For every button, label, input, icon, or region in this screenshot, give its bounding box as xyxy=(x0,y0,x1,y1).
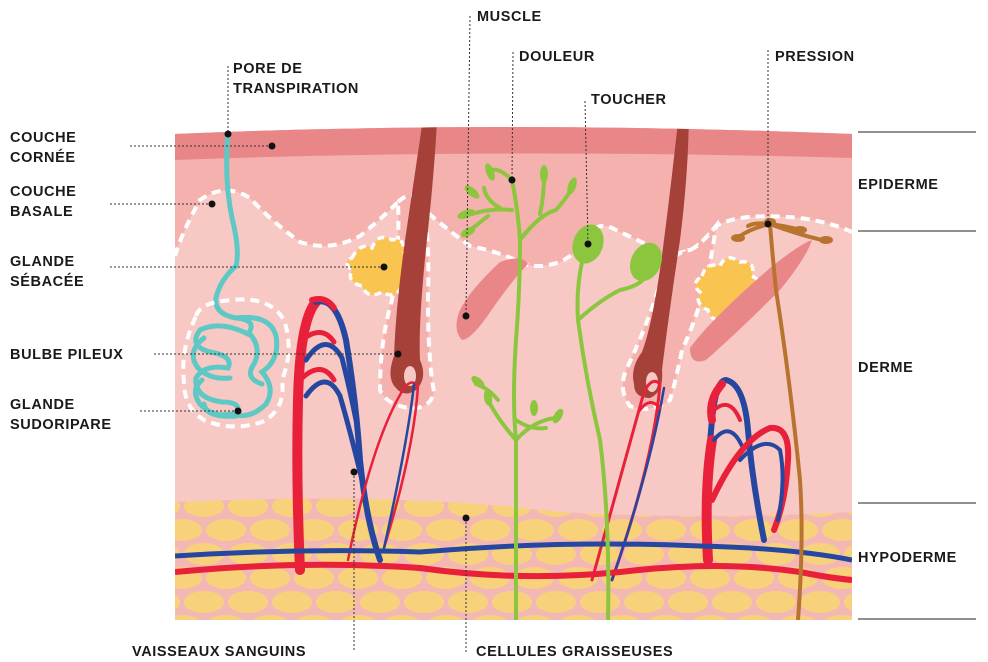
fat-cell xyxy=(690,567,730,589)
fat-cell xyxy=(250,615,290,637)
label-couche-cornee-2: CORNÉE xyxy=(10,149,76,166)
fat-cell xyxy=(470,519,510,541)
fat-cell xyxy=(338,615,378,637)
fat-cell xyxy=(162,519,202,541)
fat-cell xyxy=(800,591,840,613)
fat-cell xyxy=(778,519,818,541)
fat-cell xyxy=(382,615,422,637)
fat-cell xyxy=(140,543,180,565)
label-couche-basale-1: COUCHE xyxy=(10,184,76,200)
label-douleur: DOULEUR xyxy=(519,49,595,65)
fat-cell xyxy=(514,519,554,541)
label-glande-sudoripare-2: SUDORIPARE xyxy=(10,417,112,433)
label-couche-basale-2: BASALE xyxy=(10,204,73,220)
label-glande-sebacee-1: GLANDE xyxy=(10,254,75,270)
label-couche-cornee-1: COUCHE xyxy=(10,130,76,146)
fat-cell xyxy=(492,591,532,613)
fat-cell xyxy=(184,591,224,613)
label-cellules: CELLULES GRAISSEUSES xyxy=(476,644,673,660)
fat-cell xyxy=(272,591,312,613)
fat-cell xyxy=(426,615,466,637)
fat-cell xyxy=(470,615,510,637)
fat-cell xyxy=(558,519,598,541)
fat-cell xyxy=(734,519,774,541)
fat-cell xyxy=(514,615,554,637)
fat-cell xyxy=(822,615,862,637)
skin-block xyxy=(140,12,884,637)
fat-cell xyxy=(536,591,576,613)
fat-cell xyxy=(558,615,598,637)
fat-cell xyxy=(206,615,246,637)
fat-cell xyxy=(140,495,180,517)
fat-cell xyxy=(646,615,686,637)
label-pore-2: TRANSPIRATION xyxy=(233,81,359,97)
fat-cell xyxy=(272,543,312,565)
fat-cell xyxy=(250,567,290,589)
label-hypoderme: HYPODERME xyxy=(858,550,957,566)
fat-cell xyxy=(250,519,290,541)
label-pore-1: PORE DE xyxy=(233,61,302,77)
fat-cell xyxy=(624,591,664,613)
fat-cell xyxy=(404,591,444,613)
fat-cell xyxy=(734,615,774,637)
label-vaisseaux: VAISSEAUX SANGUINS xyxy=(132,644,306,660)
fat-cell xyxy=(712,591,752,613)
fat-cell xyxy=(360,591,400,613)
label-bulbe-pileux: BULBE PILEUX xyxy=(10,347,124,363)
label-toucher: TOUCHER xyxy=(591,92,667,108)
fat-cell xyxy=(580,591,620,613)
label-derme: DERME xyxy=(858,360,913,376)
fat-cell xyxy=(206,519,246,541)
label-epiderme: EPIDERME xyxy=(858,177,939,193)
fat-cell xyxy=(690,615,730,637)
label-pression: PRESSION xyxy=(775,49,855,65)
fat-cell xyxy=(668,591,708,613)
fat-cell xyxy=(140,591,180,613)
fat-cell xyxy=(822,519,862,541)
fat-cell xyxy=(448,591,488,613)
label-glande-sudoripare-1: GLANDE xyxy=(10,397,75,413)
fat-cell xyxy=(844,591,884,613)
fat-cell xyxy=(228,591,268,613)
fat-cell xyxy=(316,591,356,613)
fat-cell xyxy=(426,519,466,541)
fat-cell xyxy=(338,567,378,589)
label-glande-sebacee-2: SÉBACÉE xyxy=(10,273,84,290)
fat-cell xyxy=(294,615,334,637)
fat-cell xyxy=(646,519,686,541)
fat-cell xyxy=(756,591,796,613)
fat-cell xyxy=(162,615,202,637)
label-muscle: MUSCLE xyxy=(477,9,542,25)
